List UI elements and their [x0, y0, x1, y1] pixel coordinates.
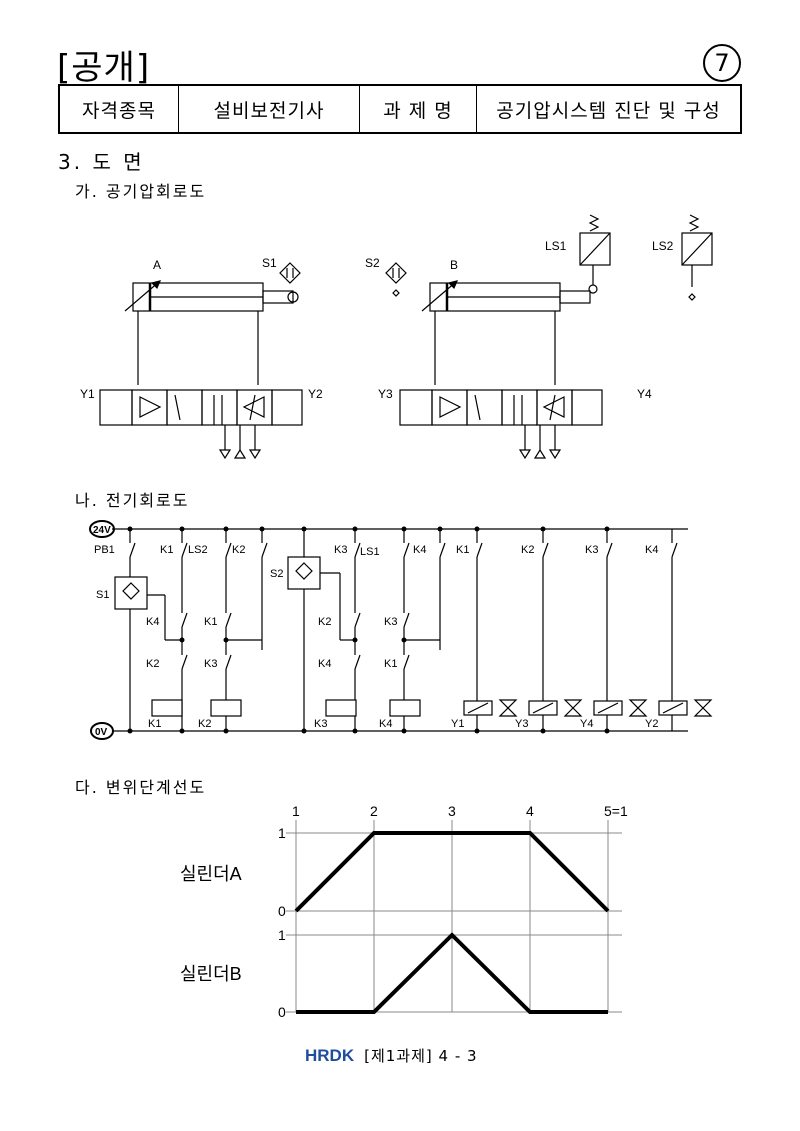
label-coil-k2: K2: [198, 718, 211, 730]
valve-a: [99, 389, 303, 460]
label-s2: S2: [365, 256, 380, 270]
label-y4: Y4: [637, 387, 652, 401]
label-coil-y4: Y4: [580, 718, 593, 730]
label-k4-c1: K4: [413, 544, 426, 556]
label-k3-r3: K3: [204, 658, 217, 670]
label-k3-c1: K3: [334, 544, 347, 556]
label-coil-y2: Y2: [645, 718, 658, 730]
label-k1-r2: K1: [204, 616, 217, 628]
label-s2: S2: [270, 568, 283, 580]
step-label-3: 3: [448, 803, 456, 819]
ground-0v-badge: 0V: [90, 722, 114, 740]
proximity-sensor-s1: [279, 262, 301, 284]
label-k2-c1: K2: [232, 544, 245, 556]
label-k3-r2: K3: [384, 616, 397, 628]
label-k2-c2: K2: [521, 544, 534, 556]
level-label-low-1: 0: [278, 1004, 286, 1020]
label-coil-k3: K3: [314, 718, 327, 730]
label-pb1: PB1: [94, 544, 115, 556]
subheading-electric: 나. 전기회로도: [75, 491, 190, 510]
cylinder-a-line: [294, 831, 610, 913]
cylinder-a: [124, 280, 299, 312]
electric-circuit: 24V 0V: [89, 520, 713, 740]
svg-text:24V: 24V: [93, 525, 111, 536]
page-footer: HRDK [제1과제] 4 - 3: [305, 1045, 478, 1066]
subheading-displacement: 다. 변위단계선도: [75, 778, 207, 797]
footer-text: [제1과제] 4 - 3: [364, 1047, 478, 1065]
limit-switch-ls2: [681, 214, 713, 301]
label-coil-y1: Y1: [451, 718, 464, 730]
label-ls1: LS1: [545, 239, 567, 253]
info-table: 자격종목 설비보전기사 과 제 명 공기압시스템 진단 및 구성: [58, 84, 742, 134]
label-y3: Y3: [378, 387, 393, 401]
cylinder-b-line: [296, 932, 608, 1014]
info-col1: 자격종목: [58, 84, 179, 134]
page-number-badge: 7: [703, 44, 741, 82]
label-k2-r2: K2: [318, 616, 331, 628]
label-k3-c2: K3: [585, 544, 598, 556]
label-k4-r2: K4: [146, 616, 159, 628]
label-cylinder-b: B: [450, 258, 458, 272]
sensor-s1-box: [114, 576, 148, 610]
level-label-high-1: 1: [278, 927, 286, 943]
info-col4: 공기압시스템 진단 및 구성: [476, 84, 742, 134]
label-cylinder-a: A: [153, 258, 161, 272]
displacement-step-diagram: 1 2 3 4 5=1 1 0 1 0 실린더A 실린더B: [180, 803, 628, 1020]
label-cylinder-b: 실린더B: [180, 964, 242, 984]
proximity-sensor-s2: [385, 262, 407, 297]
sensor-s2-box: [287, 556, 321, 590]
cylinder-b: [421, 280, 591, 312]
section-heading: 3. 도 면: [58, 150, 145, 174]
label-coil-k4: K4: [379, 718, 392, 730]
limit-switch-ls1: [579, 214, 611, 294]
label-ls1: LS1: [360, 546, 380, 558]
label-coil-k1: K1: [148, 718, 161, 730]
level-label-low-0: 0: [278, 903, 286, 919]
label-k4-c2: K4: [645, 544, 658, 556]
valve-b: [399, 389, 603, 460]
label-ls2: LS2: [652, 239, 674, 253]
document-title: [공개]: [57, 48, 151, 88]
label-s1: S1: [96, 589, 109, 601]
label-k1-r3: K1: [384, 658, 397, 670]
hrdk-logo: HRDK: [305, 1046, 355, 1065]
step-label-5: 5=1: [604, 803, 628, 819]
pneumatic-circuit: A S1 Y1 Y2 S2: [80, 214, 713, 460]
step-label-2: 2: [370, 803, 378, 819]
label-coil-y3: Y3: [515, 718, 528, 730]
svg-text:0V: 0V: [95, 727, 108, 738]
step-label-4: 4: [526, 803, 534, 819]
subheading-pneumatic: 가. 공기압회로도: [75, 182, 207, 201]
info-col2: 설비보전기사: [178, 84, 360, 134]
label-ls2: LS2: [188, 544, 208, 556]
label-k1-c1: K1: [160, 544, 173, 556]
label-k2-r3: K2: [146, 658, 159, 670]
label-s1: S1: [262, 256, 277, 270]
supply-24v-badge: 24V: [89, 520, 115, 538]
label-cylinder-a: 실린더A: [180, 864, 242, 884]
label-k4-r3: K4: [318, 658, 331, 670]
label-y2: Y2: [308, 387, 323, 401]
level-label-high-0: 1: [278, 825, 286, 841]
label-k1-c2: K1: [456, 544, 469, 556]
label-y1: Y1: [80, 387, 95, 401]
step-label-1: 1: [292, 803, 300, 819]
info-col3: 과 제 명: [359, 84, 477, 134]
